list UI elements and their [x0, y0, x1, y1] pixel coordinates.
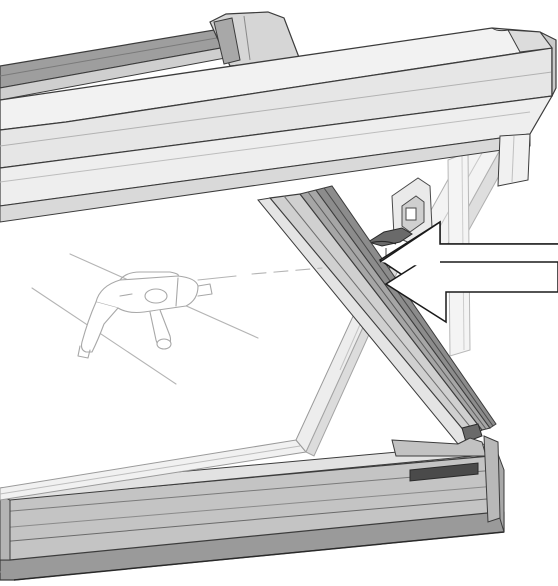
left-frame-stub — [0, 495, 11, 561]
power-drill-icon — [31, 253, 323, 385]
right-sash-side — [497, 133, 531, 187]
arrow-upper-icon — [379, 220, 558, 268]
upper-sash — [0, 27, 557, 223]
bottom-frame — [0, 443, 505, 581]
diagonal-rail — [257, 185, 497, 457]
top-frame — [0, 11, 301, 101]
rail-end-clip — [461, 423, 483, 443]
right-frame-post — [483, 435, 501, 523]
handle-slot — [409, 462, 479, 482]
